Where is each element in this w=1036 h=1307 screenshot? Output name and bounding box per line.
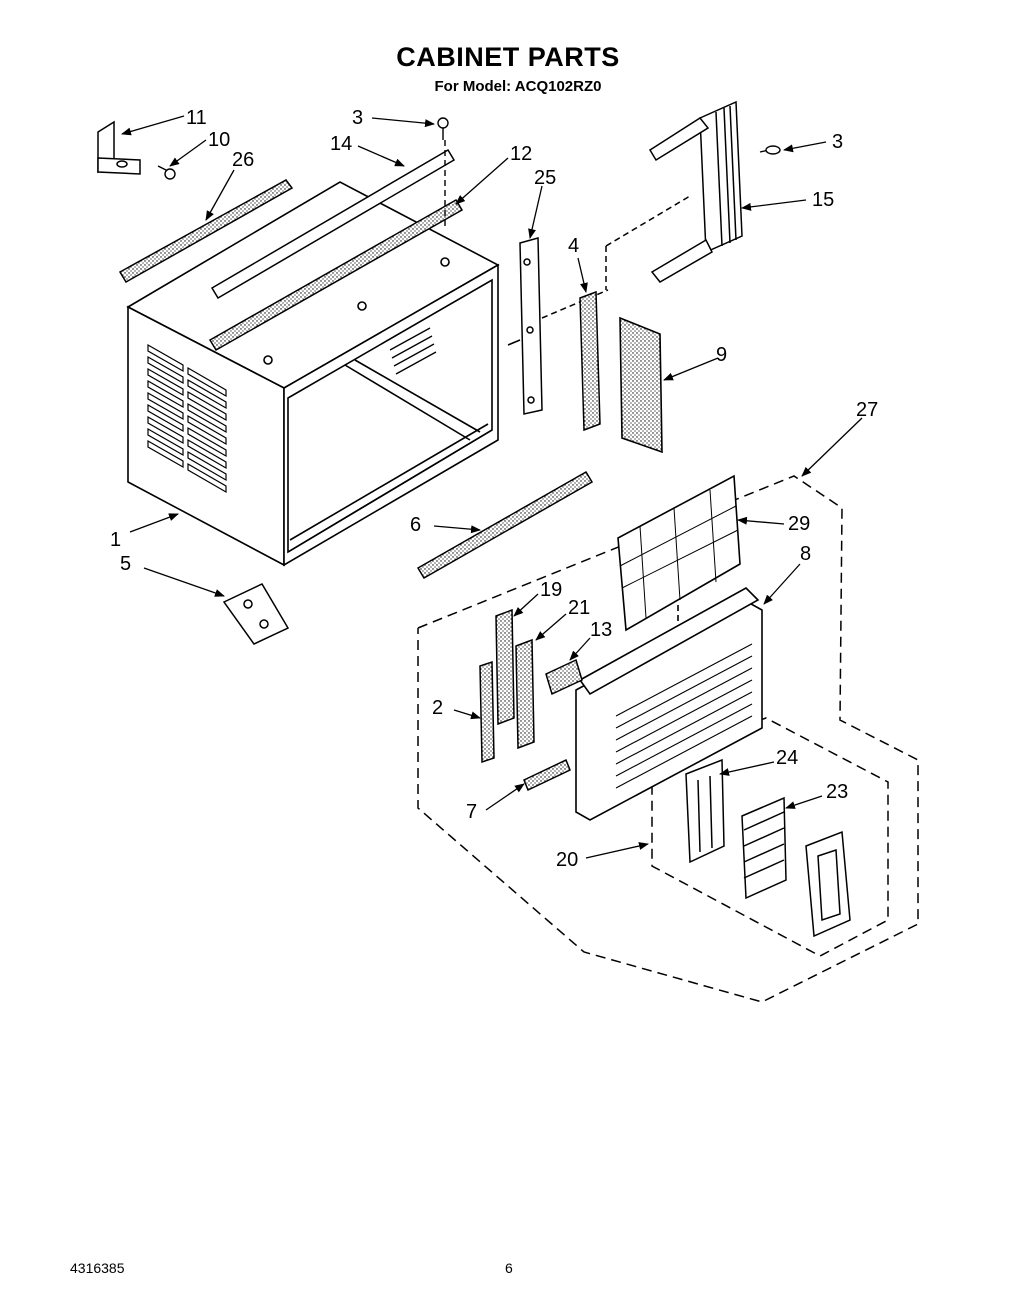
louver-assembly-24-part [685, 758, 725, 864]
callout-5: 5 [120, 553, 131, 575]
document-number: 4316385 [70, 1260, 125, 1276]
pad-13-part [545, 658, 583, 696]
air-filter-29-part [617, 474, 741, 660]
leader-lines [121, 115, 863, 859]
callout-7: 7 [466, 801, 477, 823]
seal-2-part [479, 660, 495, 764]
screw-3-right-part [759, 145, 781, 155]
bottom-rail-6-part [416, 470, 594, 580]
callout-25: 25 [534, 167, 556, 189]
side-curtain-15-part [605, 100, 743, 290]
callout-24: 24 [776, 747, 798, 769]
screw-3-top-part [437, 117, 449, 230]
cabinet-louvers [147, 343, 227, 494]
callout-23: 23 [826, 781, 848, 803]
callout-11: 11 [186, 107, 207, 129]
callout-20: 20 [556, 849, 578, 871]
callout-1: 1 [110, 529, 121, 551]
mounting-clip-5-part [222, 583, 290, 645]
page-number: 6 [505, 1260, 513, 1276]
callout-29: 29 [788, 513, 810, 535]
louver-assembly-23-part [741, 796, 787, 900]
seal-7-part [523, 758, 571, 792]
callout-21: 21 [568, 597, 590, 619]
callout-26: 26 [232, 149, 254, 171]
rail-14-part [210, 148, 456, 300]
callout-12: 12 [510, 143, 532, 165]
callout-8: 8 [800, 543, 811, 565]
top-rail-26-part [118, 179, 294, 284]
callout-3-right: 3 [832, 131, 843, 153]
callout-labels: 11 10 26 3 14 12 25 3 15 4 9 27 1 5 6 29… [110, 107, 878, 871]
callout-14: 14 [330, 133, 352, 155]
foam-filter-9-part [619, 316, 663, 454]
bracket-11-part [97, 120, 141, 175]
callout-27: 27 [856, 399, 878, 421]
callout-2: 2 [432, 697, 443, 719]
bracket-25-part [507, 237, 609, 415]
seal-21-part [515, 638, 535, 750]
screw-10-part [157, 165, 176, 180]
group-27-outline [417, 475, 919, 1003]
front-grille-8-part [575, 587, 763, 821]
group-20-outline [651, 717, 889, 957]
callout-3-top: 3 [352, 107, 363, 129]
seal-19-part [495, 608, 515, 726]
callout-19: 19 [540, 579, 562, 601]
page-title: CABINET PARTS [396, 42, 620, 72]
callout-13: 13 [590, 619, 612, 641]
louver-frame-part [805, 830, 851, 938]
callout-15: 15 [812, 189, 834, 211]
callout-10: 10 [208, 129, 230, 151]
callout-9: 9 [716, 344, 727, 366]
foam-seal-4-part [579, 290, 601, 432]
model-subtitle: For Model: ACQ102RZ0 [434, 78, 602, 95]
callout-4: 4 [568, 235, 579, 257]
callout-6: 6 [410, 514, 421, 536]
rail-12-part [208, 198, 464, 352]
